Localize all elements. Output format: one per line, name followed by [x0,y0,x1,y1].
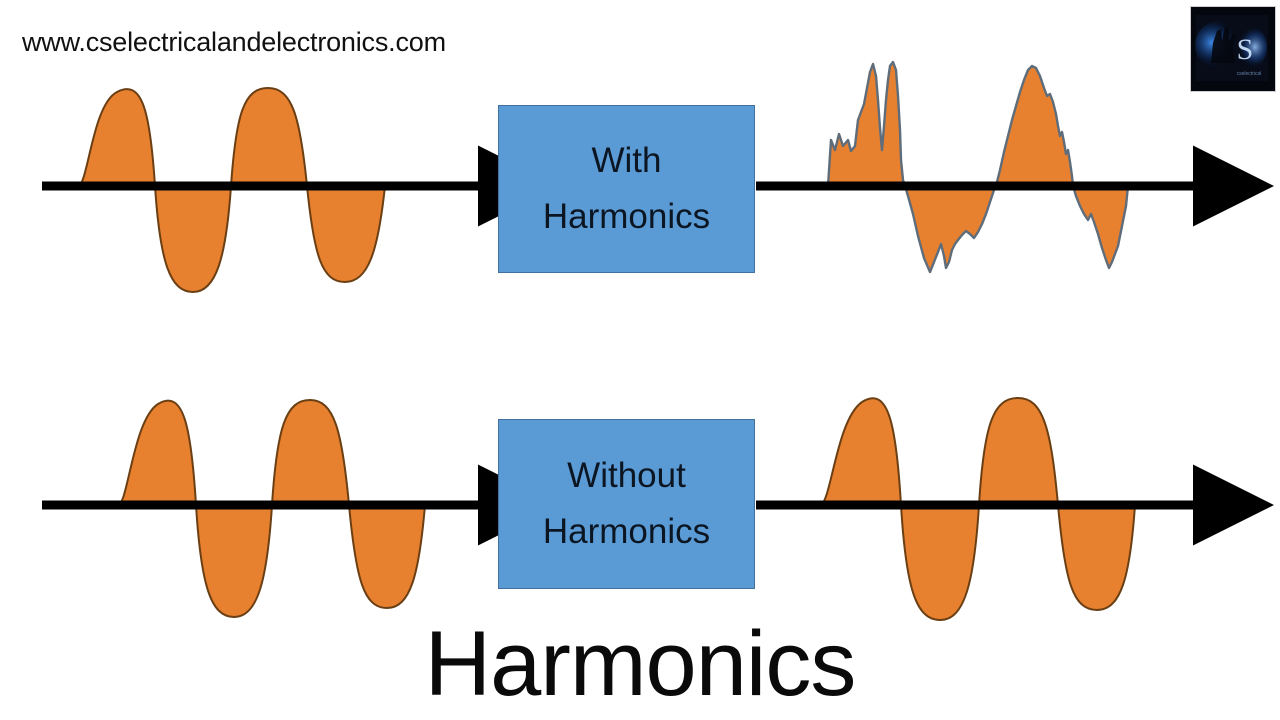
process-block-with-harmonics[interactable]: With Harmonics [498,105,755,273]
bottom-output-waveform [819,397,1136,621]
process-block-without-harmonics-line2: Harmonics [542,512,711,551]
svg-text:S: S [1237,33,1254,66]
site-logo: S cselectrical [1190,6,1276,92]
bottom-input-waveform [117,399,426,618]
top-input-waveform [77,87,386,293]
sine-fill-bottom-output [819,397,1136,621]
process-block-with-harmonics-line1: With [591,141,662,180]
sine-fill-bottom-input [117,399,426,618]
process-block-without-harmonics[interactable]: Without Harmonics [498,419,755,589]
page-title: Harmonics [424,613,857,715]
site-watermark: www.cselectricalandelectronics.com [22,27,446,57]
process-block-without-harmonics-line1: Without [567,456,686,495]
sine-fill-top-input [77,87,386,293]
logo-artwork: S cselectrical [1191,7,1273,89]
top-output-waveform-distorted [826,60,1130,274]
process-block-with-harmonics-line2: Harmonics [542,197,711,236]
svg-text:cselectrical: cselectrical [1237,71,1262,77]
distorted-fill-top-output [826,60,998,274]
distorted-fill-top-output-second [994,64,1130,270]
